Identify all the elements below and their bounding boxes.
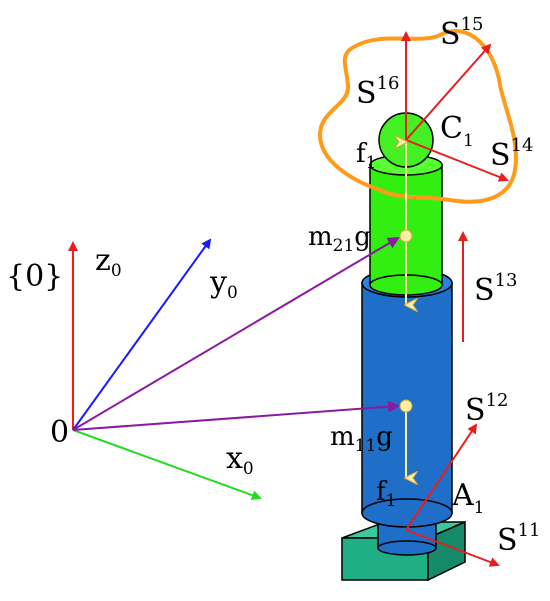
x0-axis (72, 429, 262, 500)
a1-label: A1 (451, 478, 485, 518)
s11-label: S11 (497, 520, 540, 558)
y0-axis (72, 238, 212, 431)
s14-axis (405, 139, 509, 182)
s12-axis (405, 423, 478, 531)
m11g-label: m11g (330, 422, 393, 456)
c1-region-outline (317, 29, 518, 204)
s12-label: S12 (465, 390, 508, 428)
z0-label: z0 (95, 243, 122, 281)
mass-center-lower (399, 399, 413, 413)
mass-center-upper (399, 229, 413, 243)
position-vector-upper (72, 236, 400, 431)
c1-label: C1 (440, 111, 474, 151)
s11-axis (405, 529, 500, 567)
s15-axis (405, 43, 492, 141)
m21g-label: m21g (308, 222, 371, 256)
origin-label: 0 (50, 415, 69, 450)
position-vector-lower (72, 400, 400, 431)
frame-name-label: {0} (6, 259, 63, 294)
s16-label: S16 (356, 73, 399, 111)
force-f1-upper-label: f1 (356, 139, 376, 173)
s13-label: S13 (474, 270, 517, 308)
y0-label: y0 (209, 265, 238, 303)
x0-label: x0 (226, 441, 254, 479)
s15-label: S15 (440, 14, 483, 52)
s14-label: S14 (490, 135, 533, 173)
force-f1-lower-label: f1 (376, 477, 396, 511)
